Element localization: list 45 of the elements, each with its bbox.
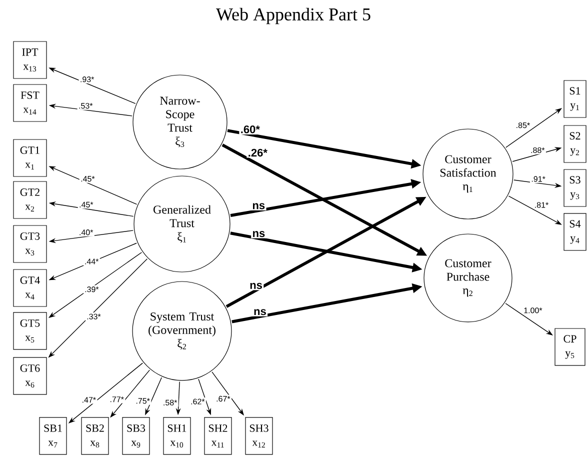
edge-label: .39* (83, 285, 100, 294)
edge-label: .44* (83, 258, 100, 266)
indicator-box: S1 y$_{1}$ (564, 80, 586, 118)
edge-label: ns (251, 202, 266, 210)
indicator-box: S2 y$_{2}$ (564, 125, 586, 163)
indicator-box: SB2 x$_{8}$ (81, 417, 109, 455)
indicator-box: SH1 x$_{10}$ (163, 417, 191, 455)
edge-label: .67* (214, 394, 232, 403)
edge-label: .47* (80, 396, 98, 404)
edge-label: ns (251, 230, 266, 238)
indicator-box: SH3 x$_{12}$ (245, 417, 273, 455)
indicator-box: GT2 x$_{2}$ (13, 181, 47, 219)
edge-label: .26* (246, 148, 269, 158)
edge-label: .77* (108, 395, 126, 404)
indicator-box: SB1 x$_{7}$ (39, 417, 67, 455)
indicator-box: IPT x$_{13}$ (13, 41, 47, 79)
edge-label: 1.00* (522, 306, 544, 314)
edge-label: .81* (533, 200, 550, 209)
edge-label: ns (248, 282, 264, 290)
edge-label: .75* (134, 396, 152, 405)
indicator-box: CP y$_{5}$ (554, 328, 586, 366)
title: Web Appendix Part 5 (216, 8, 370, 24)
edge-label: .91* (530, 174, 547, 183)
edge-label: .60* (239, 124, 262, 134)
indicator-box: GT3 x$_{3}$ (13, 225, 47, 263)
indicator-box: S4 y$_{4}$ (564, 213, 586, 251)
indicator-box: FST x$_{14}$ (13, 84, 47, 122)
edge-label: .45* (79, 174, 96, 183)
indicator-box: GT6 x$_{6}$ (13, 357, 47, 395)
edge-label: .53* (77, 102, 94, 110)
indicator-box: S3 y$_{3}$ (564, 169, 586, 207)
edge-label: ns (252, 308, 268, 316)
edge-label: .62* (189, 398, 206, 406)
edge-label: .45* (78, 200, 94, 209)
edge-label: .33* (85, 312, 102, 321)
edge-label: .88* (529, 146, 546, 154)
edge-label: .40* (78, 228, 94, 236)
edge-label: .58* (162, 398, 178, 407)
indicator-box: GT5 x$_{5}$ (13, 312, 47, 350)
indicator-box: SH2 x$_{11}$ (204, 417, 232, 455)
indicator-box: GT1 x$_{1}$ (13, 139, 47, 177)
indicator-box: SB3 x$_{9}$ (122, 417, 150, 455)
edge-label: .93* (78, 75, 96, 84)
indicator-box: GT4 x$_{4}$ (13, 269, 47, 307)
edge-label: .85* (514, 121, 532, 130)
